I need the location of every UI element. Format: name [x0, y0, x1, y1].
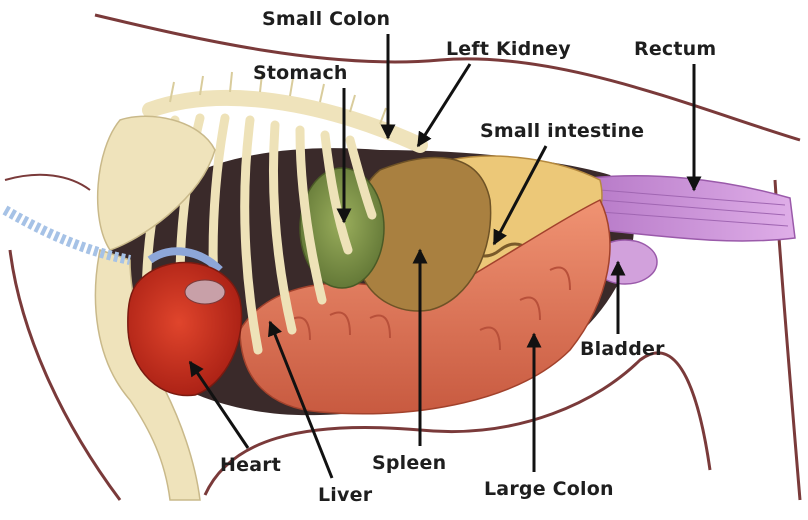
label-heart: Heart: [220, 454, 281, 476]
heart-vessel-patch: [185, 280, 225, 304]
label-left-kidney: Left Kidney: [446, 38, 571, 60]
label-small-intestine: Small intestine: [480, 120, 644, 142]
label-large-colon: Large Colon: [484, 478, 614, 500]
label-liver: Liver: [318, 484, 372, 506]
label-bladder: Bladder: [580, 338, 665, 360]
label-spleen: Spleen: [372, 452, 446, 474]
neck-outline: [5, 175, 90, 190]
arrow-left-kidney: [418, 64, 470, 146]
label-stomach: Stomach: [253, 62, 348, 84]
label-small-colon: Small Colon: [262, 8, 390, 30]
label-rectum: Rectum: [634, 38, 716, 60]
